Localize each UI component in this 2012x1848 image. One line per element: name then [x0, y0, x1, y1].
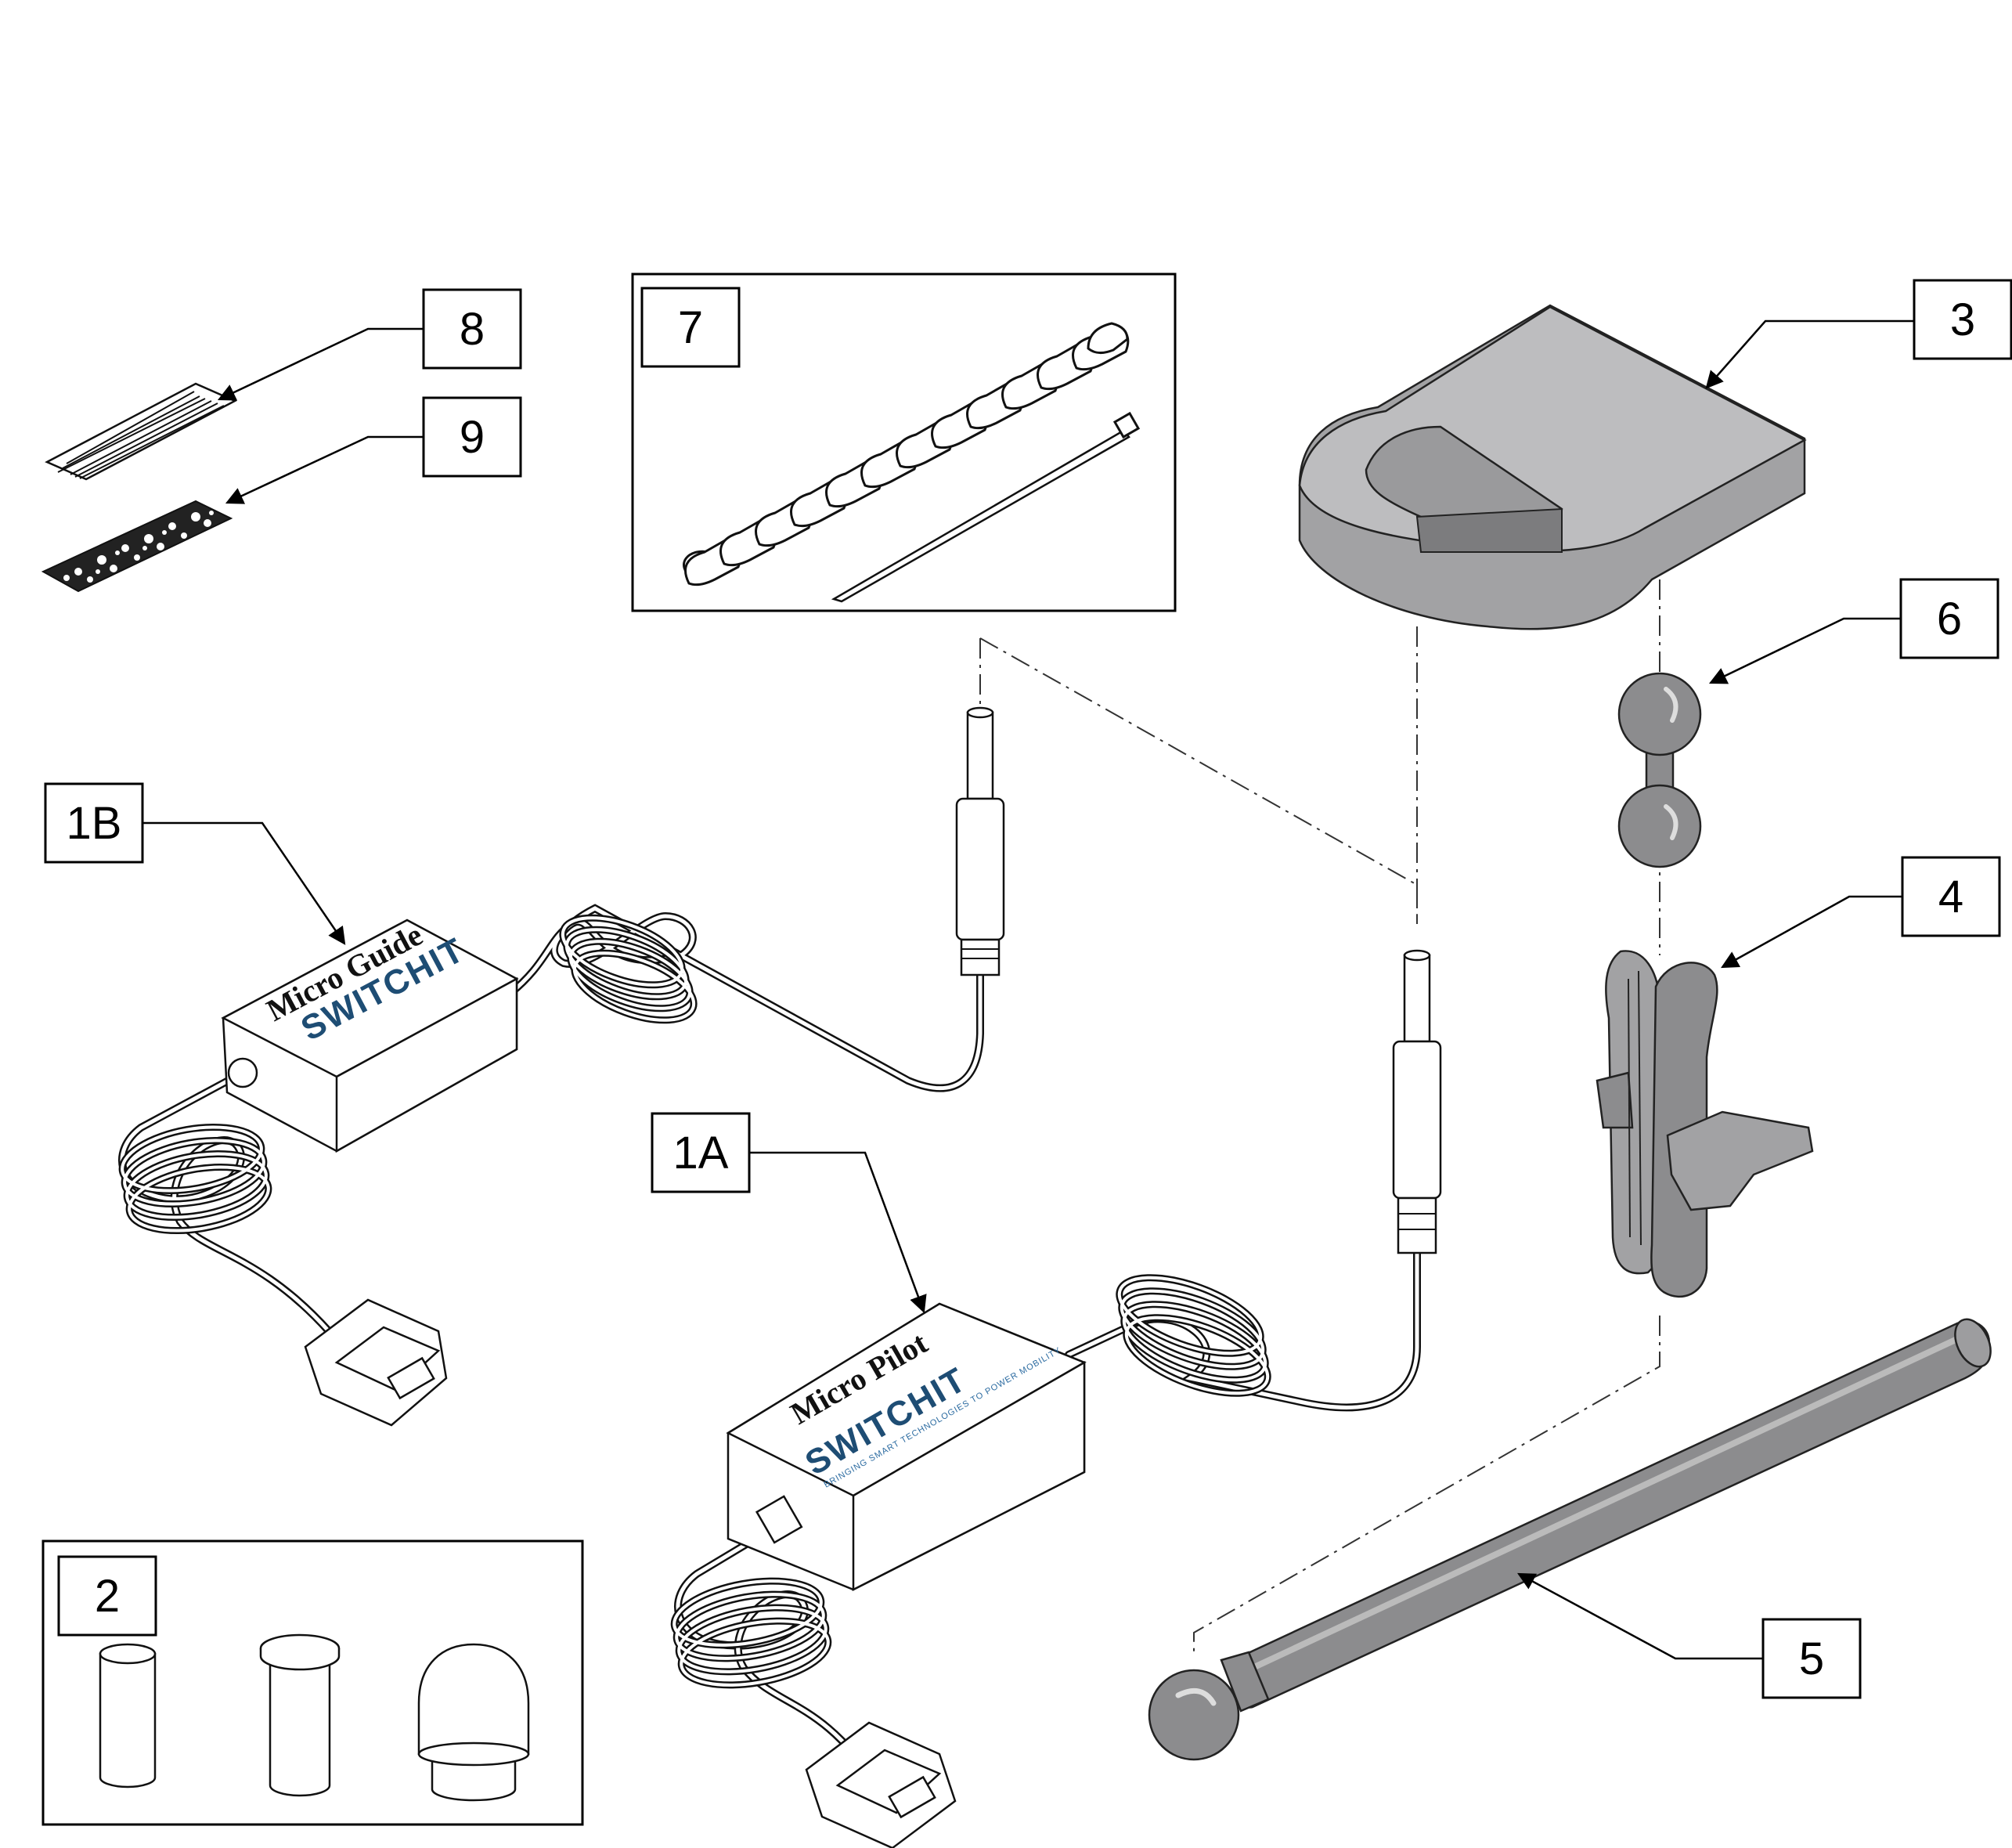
svg-text:8: 8 [460, 304, 485, 355]
assembly-lines [979, 579, 1660, 1652]
mount-block-part-3 [1298, 304, 1807, 630]
strip-part-8 [45, 382, 237, 481]
rod-part-5 [1148, 1318, 1992, 1761]
micro-guide-cables [118, 904, 984, 1335]
clamp-arm-part-4 [1596, 950, 1814, 1298]
callout-1B: 1B [44, 782, 144, 864]
callout-9: 9 [422, 396, 522, 478]
strip-part-9 [41, 500, 233, 593]
cap-cylinder [99, 1643, 157, 1788]
micro-guide-device: Micro Guide SWITCHIT [221, 917, 519, 1153]
callout-4: 4 [1901, 856, 2001, 937]
cap-mushroom [259, 1633, 341, 1797]
double-ball-part-6 [1617, 672, 1702, 868]
svg-text:9: 9 [460, 412, 485, 463]
cable-tie [831, 411, 1141, 603]
callout-1A: 1A [651, 1112, 751, 1193]
svg-text:6: 6 [1937, 594, 1962, 644]
db9-connector-pilot [805, 1721, 957, 1848]
svg-text:5: 5 [1799, 1633, 1824, 1684]
micro-pilot-cables [670, 1249, 1421, 1789]
svg-text:7: 7 [678, 302, 703, 353]
svg-text:3: 3 [1950, 294, 1975, 345]
micro-pilot-device: Micro Pilot SWITCHIT BRINGING SMART TECH… [726, 1302, 1087, 1592]
svg-text:1A: 1A [673, 1128, 729, 1178]
callout-6: 6 [1899, 578, 1999, 659]
jack-plug-guide [955, 706, 1005, 976]
cap-dome [417, 1643, 530, 1802]
spiral-wrap [683, 322, 1130, 587]
svg-text:1B: 1B [67, 798, 122, 849]
callout-5: 5 [1761, 1618, 1862, 1699]
callout-3: 3 [1913, 279, 2012, 360]
callout-2: 2 [57, 1555, 157, 1637]
svg-text:2: 2 [95, 1571, 120, 1622]
leader-lines [141, 319, 1914, 1660]
callout-7: 7 [640, 287, 741, 368]
jack-plug-pilot [1392, 949, 1442, 1254]
callout-8: 8 [422, 288, 522, 370]
svg-text:4: 4 [1938, 872, 1963, 922]
db9-connector-guide [304, 1298, 448, 1427]
